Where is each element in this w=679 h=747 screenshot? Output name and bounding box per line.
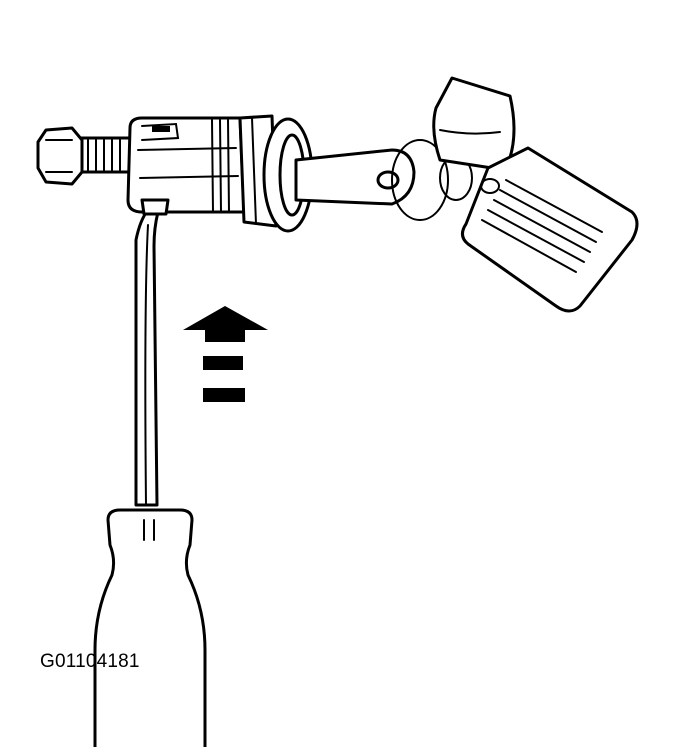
cylinder-body (126, 116, 246, 214)
lock-cylinder (36, 114, 314, 233)
retaining-tab (140, 198, 170, 216)
key (294, 139, 473, 221)
key-ring (391, 139, 449, 221)
key-tag-back (432, 76, 516, 172)
screwdriver-handle (93, 508, 207, 747)
figure-code: G01104181 (40, 651, 140, 672)
key-tags (432, 76, 639, 313)
arrow-up-icon (183, 306, 268, 402)
hex-nut (36, 126, 84, 186)
screwdriver-shaft-highlight (144, 224, 149, 506)
screwdriver (93, 208, 207, 747)
